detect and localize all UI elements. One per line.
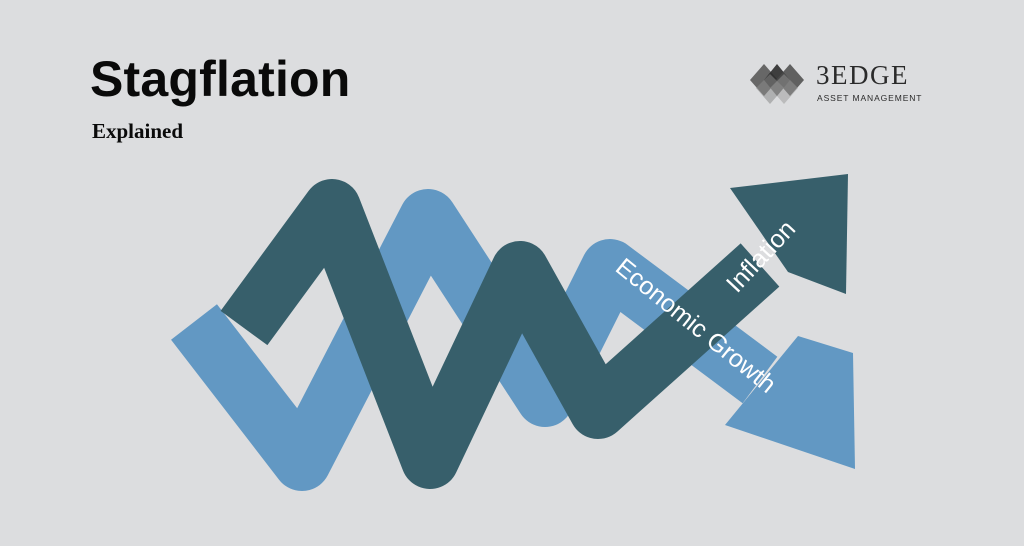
page-title: Stagflation — [90, 51, 351, 107]
inflation-ribbon — [220, 179, 780, 489]
stacked-mountains-icon — [750, 64, 804, 104]
up-right-arrow-icon — [730, 174, 848, 294]
logo-tagline: ASSET MANAGEMENT — [817, 93, 923, 103]
page-subtitle: Explained — [92, 119, 184, 143]
logo-name: 3EDGE — [816, 60, 909, 90]
down-right-arrow-icon — [725, 336, 855, 469]
company-logo: 3EDGE ASSET MANAGEMENT — [746, 58, 936, 108]
